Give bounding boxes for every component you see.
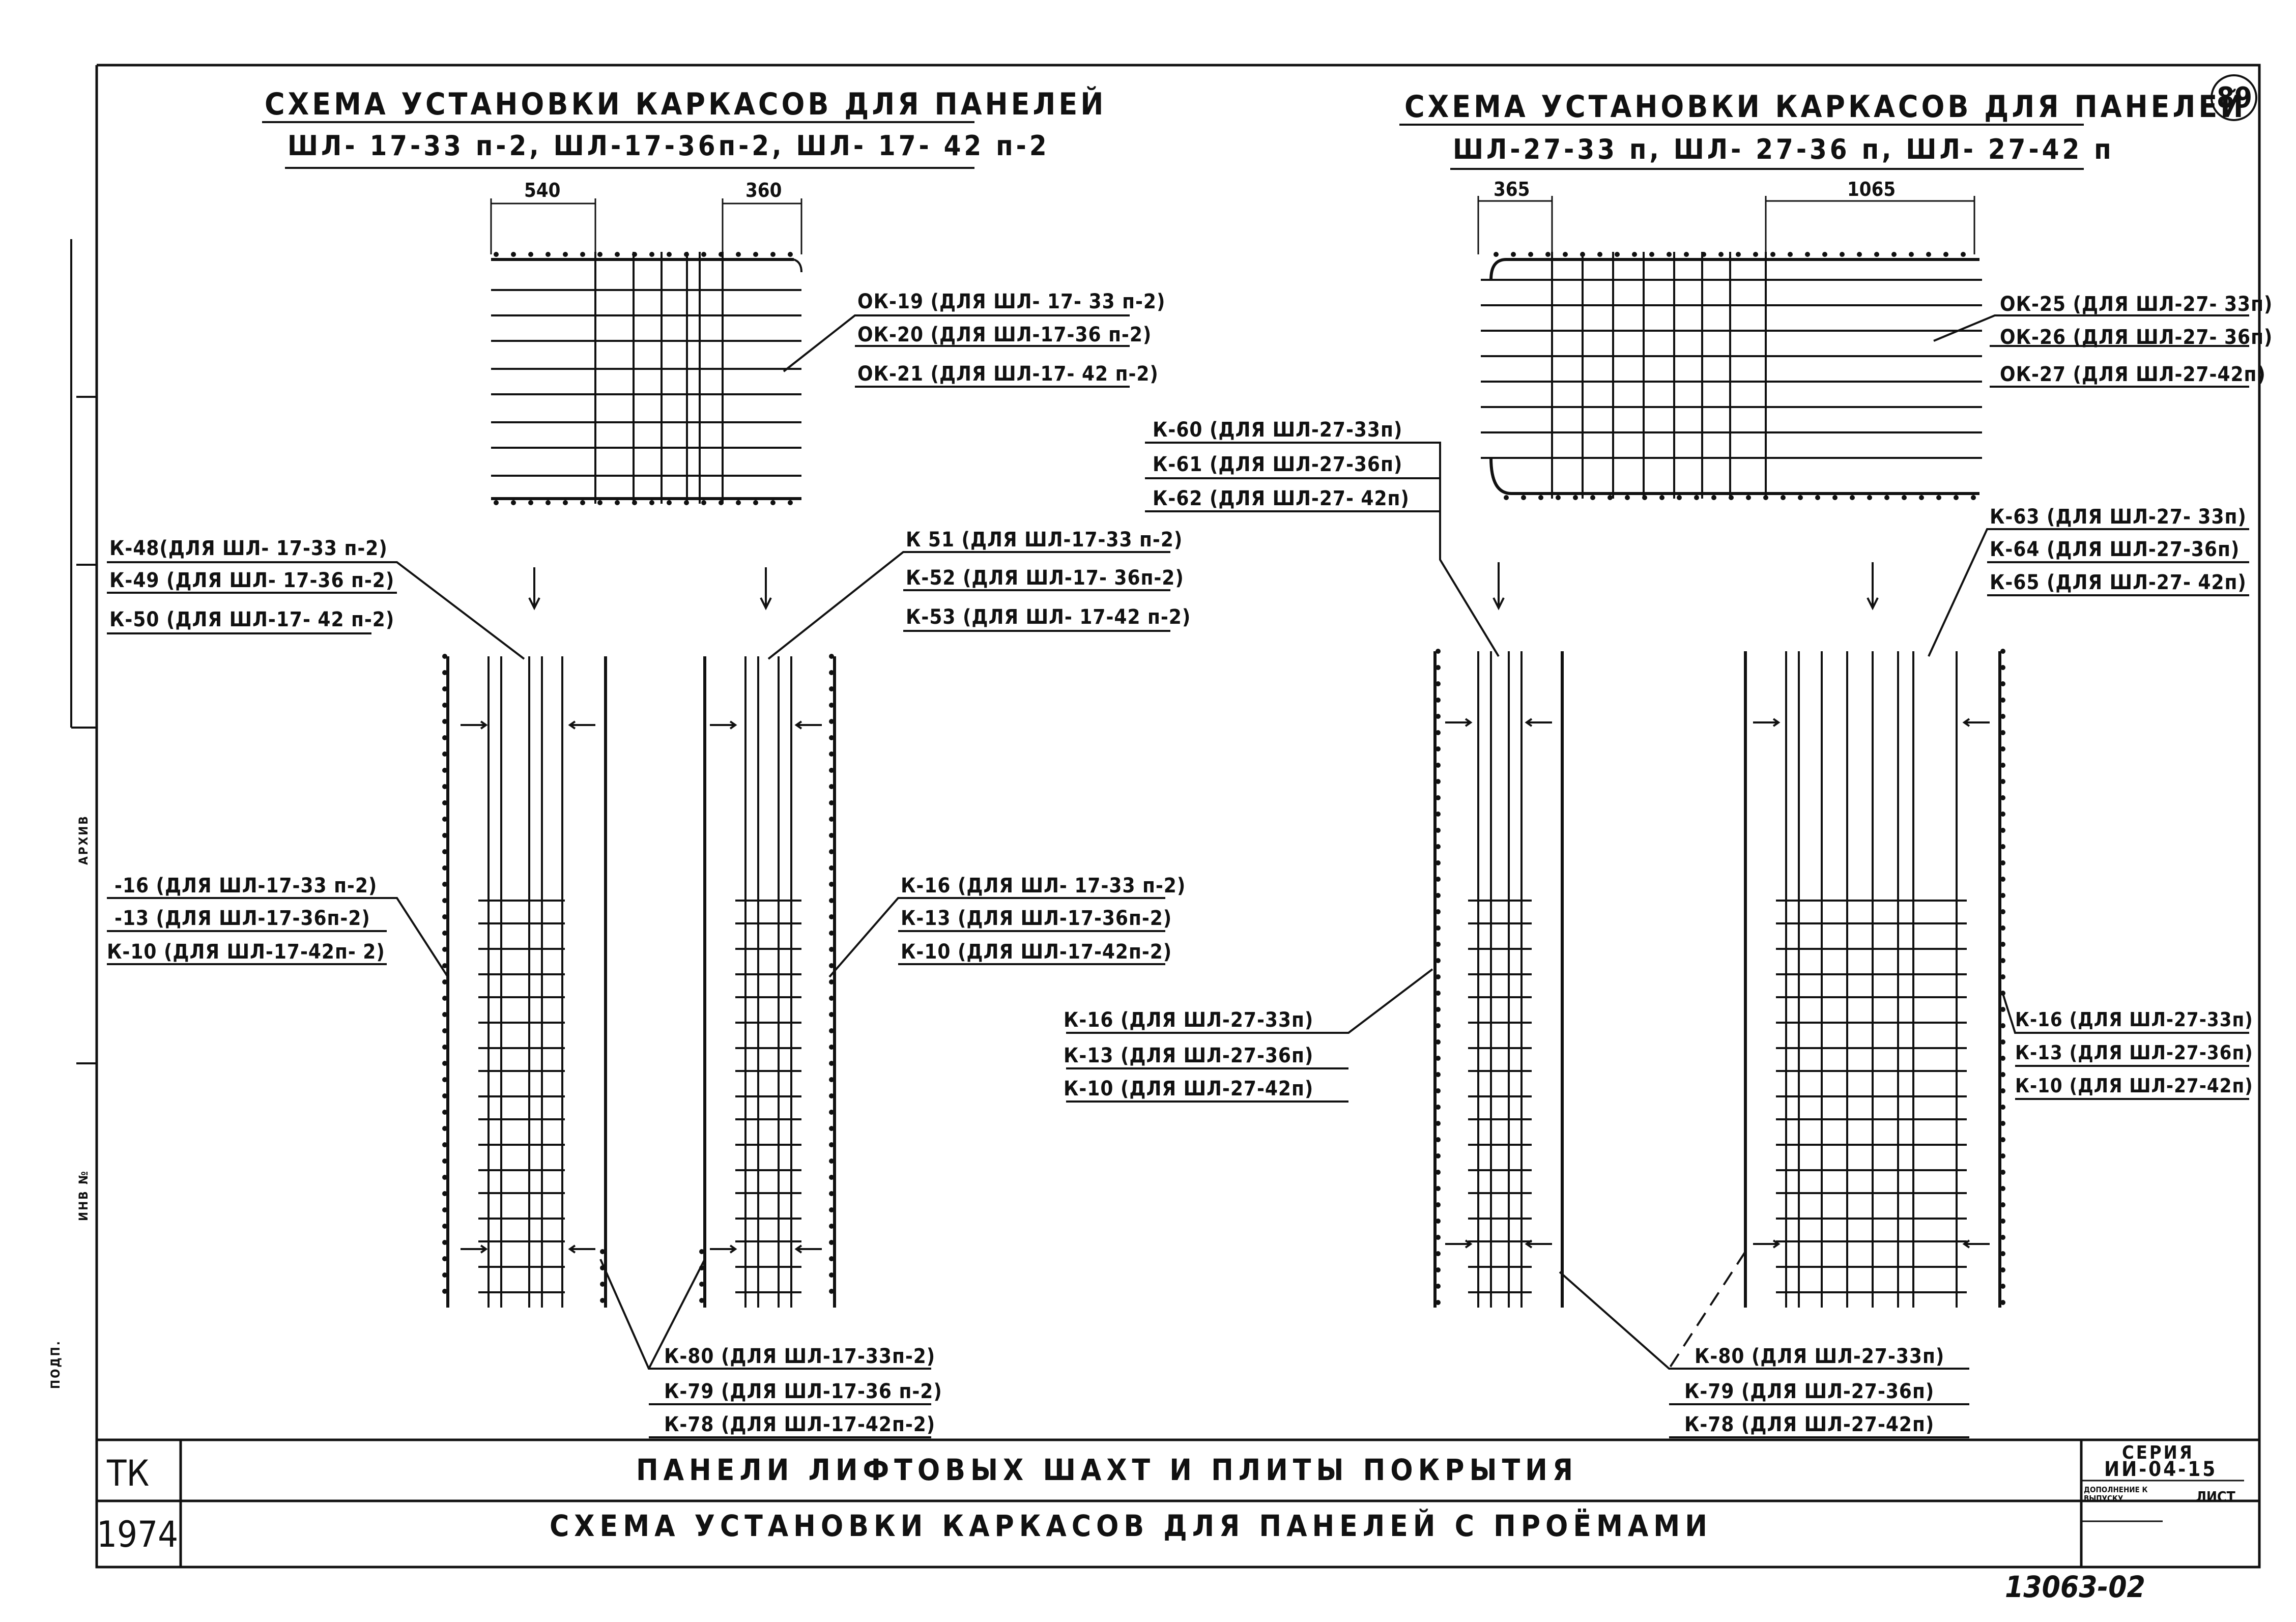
label-ok27: ОК-27 (ДЛЯ ШЛ-27-42п) [2000,363,2266,386]
sheet-label: ЛИСТ [2196,1488,2235,1505]
doc-title-line1: ПАНЕЛИ ЛИФТОВЫХ ШАХТ И ПЛИТЫ ПОКРЫТИЯ [636,1453,1578,1487]
label-right-k16: К-16 (ДЛЯ ШЛ-27-33п) [1064,1008,1314,1032]
label-k80: К-80 (ДЛЯ ШЛ-17-33п-2) [664,1345,936,1368]
doc-title-line2: СХЕМА УСТАНОВКИ КАРКАСОВ ДЛЯ ПАНЕЛЕЙ С П… [550,1509,1712,1543]
label-k78: К-78 (ДЛЯ ШЛ-17-42п-2) [664,1413,936,1436]
left-subtitle: ШЛ- 17-33 п-2, ШЛ-17-36п-2, ШЛ- 17- 42 п… [288,130,1050,162]
sheet-number: 89 [2217,81,2253,114]
label-k61: К-61 (ДЛЯ ШЛ-27-36п) [1153,453,1403,476]
label-right-k78: К-78 (ДЛЯ ШЛ-27-42п) [1684,1413,1935,1436]
label-right2-k10: К-10 (ДЛЯ ШЛ-27-42п) [2015,1075,2253,1097]
label-ok26: ОК-26 (ДЛЯ ШЛ-27- 36п) [2000,326,2273,349]
side-text-signature: ПОДП. [48,1340,63,1389]
side-text-archive: АРХИВ [76,815,91,865]
right-top-panel [1477,196,1982,499]
left-dim-360: 360 [745,179,782,201]
label-k50: К-50 (ДЛЯ ШЛ-17- 42 п-2) [109,608,395,631]
label-k48: К-48(ДЛЯ ШЛ- 17-33 п-2) [109,537,388,560]
series-label: СЕРИЯ [2122,1442,2194,1463]
label-k79: К-79 (ДЛЯ ШЛ-17-36 п-2) [664,1380,942,1403]
label-k52: К-52 (ДЛЯ ШЛ-17- 36п-2) [906,566,1184,590]
left-top-panel [490,198,802,504]
right-dim-1065: 1065 [1847,178,1896,200]
left-dim-540: 540 [524,179,561,201]
label-ok19: ОК-19 (ДЛЯ ШЛ- 17- 33 п-2) [857,290,1166,313]
series-value: ИИ-04-15 [2104,1458,2218,1481]
label-right-k10: К-10 (ДЛЯ ШЛ-27-42п) [1064,1077,1314,1100]
label-k64: К-64 (ДЛЯ ШЛ-27-36п) [1990,538,2240,561]
label-k65: К-65 (ДЛЯ ШЛ-27- 42п) [1990,571,2247,594]
label-right2-k13: К-13 (ДЛЯ ШЛ-27-36п) [2015,1041,2253,1064]
label-left-k10: К-10 (ДЛЯ ШЛ-17-42п- 2) [107,940,385,964]
year: 1974 [97,1514,179,1555]
org-code: ТК [107,1453,150,1494]
label-k60: К-60 (ДЛЯ ШЛ-27-33п) [1153,418,1403,442]
label-k62: К-62 (ДЛЯ ШЛ-27- 42п) [1153,487,1410,510]
left-schema-drawing [107,198,1170,1438]
weld-dots [442,252,2005,1305]
label-k49: К-49 (ДЛЯ ШЛ- 17-36 п-2) [109,569,395,592]
right-schema-drawing [1066,196,2249,1438]
label-ok25: ОК-25 (ДЛЯ ШЛ-27- 33п) [2000,293,2273,316]
right-column-frames [1433,651,2001,1308]
side-text-inventory: ИНВ № [76,1169,91,1221]
label-ok20: ОК-20 (ДЛЯ ШЛ-17-36 п-2) [857,323,1152,346]
supplement-cell: ДОПОЛНЕНИЕ К ВЫПУСКУ [2084,1485,2148,1503]
label-left2-k10: К-10 (ДЛЯ ШЛ-17-42п-2) [901,940,1172,964]
frame-border [95,64,2261,1569]
label-k53: К-53 (ДЛЯ ШЛ- 17-42 п-2) [906,605,1191,629]
label-right-k80: К-80 (ДЛЯ ШЛ-27-33п) [1695,1345,1945,1368]
left-title: СХЕМА УСТАНОВКИ КАРКАСОВ ДЛЯ ПАНЕЛЕЙ [265,86,1107,122]
label-right2-k16: К-16 (ДЛЯ ШЛ-27-33п) [2015,1008,2253,1031]
label-left2-k13: К-13 (ДЛЯ ШЛ-17-36п-2) [901,907,1172,930]
label-k51: К 51 (ДЛЯ ШЛ-17-33 п-2) [906,528,1183,552]
doc-number: 13063-02 [2005,1570,2145,1604]
label-left-k13: -13 (ДЛЯ ШЛ-17-36п-2) [114,907,370,930]
right-title: СХЕМА УСТАНОВКИ КАРКАСОВ ДЛЯ ПАНЕЛЕЙ [1404,89,2247,125]
label-left2-k16: К-16 (ДЛЯ ШЛ- 17-33 п-2) [901,874,1186,897]
label-k63: К-63 (ДЛЯ ШЛ-27- 33п) [1990,505,2247,529]
label-right-k79: К-79 (ДЛЯ ШЛ-27-36п) [1684,1380,1935,1403]
right-subtitle: ШЛ-27-33 п, ШЛ- 27-36 п, ШЛ- 27-42 п [1453,133,2114,165]
right-dim-365: 365 [1494,178,1530,200]
label-right-k13: К-13 (ДЛЯ ШЛ-27-36п) [1064,1044,1314,1067]
label-ok21: ОК-21 (ДЛЯ ШЛ-17- 42 п-2) [857,362,1159,386]
label-left-k16: -16 (ДЛЯ ШЛ-17-33 п-2) [114,874,378,897]
left-column-frames [446,656,836,1308]
